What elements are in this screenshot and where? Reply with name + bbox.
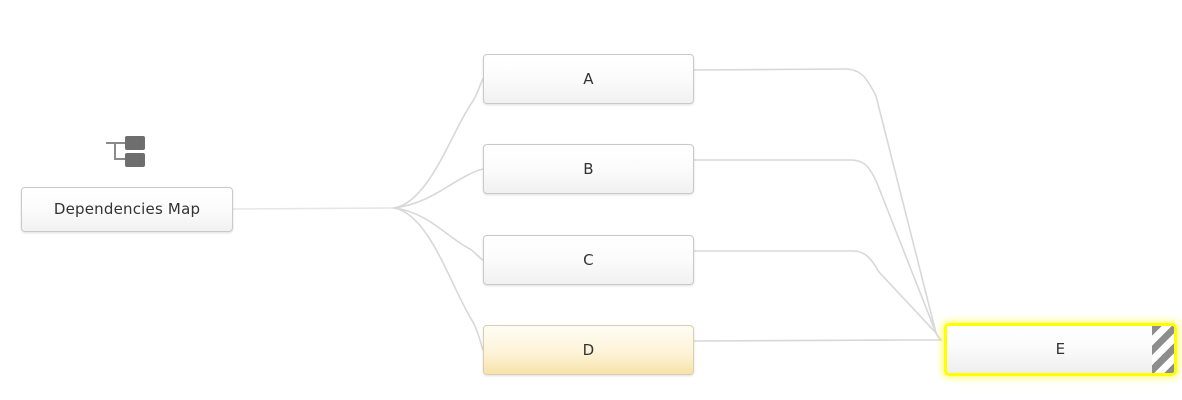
node-a[interactable]: A — [483, 54, 694, 104]
edge-root-a — [393, 78, 484, 209]
edge-d-e — [693, 339, 942, 342]
node-e[interactable]: E — [944, 323, 1177, 376]
node-label: B — [583, 159, 594, 178]
edge-a-e — [693, 68, 942, 341]
edge-root-c — [393, 207, 484, 261]
diagonal-stripes-decoration — [1152, 326, 1174, 373]
node-label: A — [583, 69, 594, 88]
node-c[interactable]: C — [483, 235, 694, 285]
edge-c-e — [693, 250, 942, 341]
node-dependencies-map[interactable]: Dependencies Map — [21, 187, 233, 232]
node-label: D — [582, 340, 595, 359]
edge-root-d — [393, 207, 484, 351]
edge-root-stem — [232, 207, 395, 210]
edge-root-b — [393, 168, 484, 209]
node-d[interactable]: D — [483, 325, 694, 375]
node-b[interactable]: B — [483, 144, 694, 194]
hierarchy-icon — [106, 136, 145, 167]
node-label: C — [583, 250, 594, 269]
node-label: E — [1055, 340, 1066, 358]
edge-b-e — [693, 159, 942, 341]
node-label: Dependencies Map — [53, 200, 201, 218]
